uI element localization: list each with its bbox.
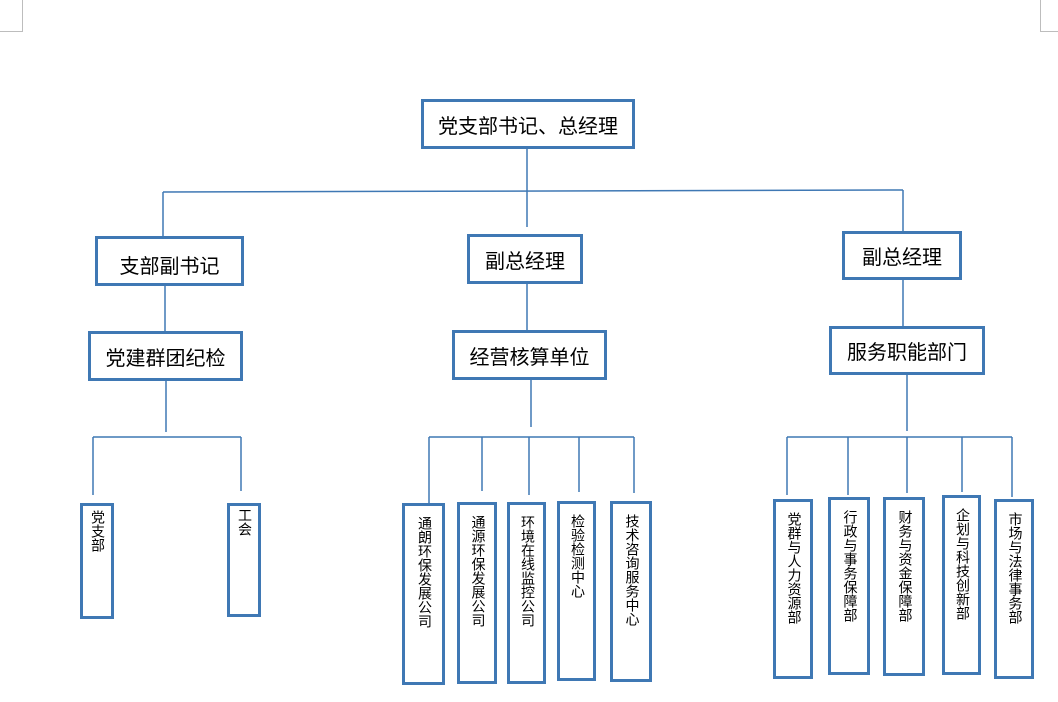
- leaf-label: 技术咨询服务中心: [623, 514, 640, 626]
- node-label: 经营核算单位: [469, 344, 590, 369]
- node-root: 党支部书记、总经理: [421, 99, 635, 149]
- leaf-label: 工会: [236, 508, 252, 536]
- leaf-testing-center: 检验检测中心: [557, 501, 596, 681]
- leaf-label: 党支部: [89, 510, 105, 552]
- node-label: 副总经理: [485, 248, 565, 273]
- node-label: 服务职能部门: [847, 340, 967, 364]
- leaf-label: 检验检测中心: [569, 514, 585, 598]
- node-service-departments: 服务职能部门: [829, 326, 985, 375]
- leaf-consulting-center: 技术咨询服务中心: [610, 501, 652, 682]
- leaf-finance-department: 财务与资金保障部: [883, 497, 925, 676]
- node-label: 党支部书记、总经理: [438, 113, 618, 138]
- leaf-admin-department: 行政与事务保障部: [828, 497, 870, 675]
- leaf-label: 财务与资金保障部: [896, 510, 913, 622]
- node-label: 支部副书记: [119, 253, 220, 278]
- crop-mark-top-right-h: [1040, 31, 1058, 32]
- node-party-group: 党建群团纪检: [88, 331, 243, 381]
- node-deputy-gm-right: 副总经理: [842, 231, 962, 280]
- leaf-labor-union: 工会: [227, 503, 261, 617]
- connector: [162, 189, 904, 193]
- leaf-party-hr-department: 党群与人力资源部: [773, 499, 813, 679]
- leaf-label: 企划与科技创新部: [954, 508, 970, 620]
- leaf-label: 通朗环保发展公司: [416, 516, 432, 628]
- leaf-label: 环境在线监控公司: [519, 515, 535, 627]
- crop-mark-top-left-h: [0, 31, 23, 32]
- node-deputy-secretary: 支部副书记: [95, 236, 244, 286]
- node-label: 副总经理: [862, 245, 942, 269]
- leaf-planning-department: 企划与科技创新部: [942, 495, 981, 675]
- leaf-label: 党群与人力资源部: [785, 512, 802, 624]
- node-deputy-gm-middle: 副总经理: [467, 234, 583, 284]
- leaf-label: 行政与事务保障部: [841, 510, 858, 622]
- node-business-units: 经营核算单位: [452, 330, 607, 380]
- crop-mark-top-right: [1040, 0, 1041, 31]
- leaf-label: 市场与法律事务部: [1006, 512, 1023, 624]
- leaf-tonglang-company: 通朗环保发展公司: [402, 503, 445, 685]
- leaf-market-legal-department: 市场与法律事务部: [994, 499, 1034, 679]
- leaf-party-branch: 党支部: [80, 503, 114, 619]
- node-label: 党建群团纪检: [105, 345, 226, 370]
- leaf-tongyuan-company: 通源环保发展公司: [457, 502, 497, 684]
- leaf-online-monitoring-company: 环境在线监控公司: [507, 502, 546, 684]
- leaf-label: 通源环保发展公司: [469, 515, 486, 627]
- crop-mark-top-left: [22, 0, 23, 31]
